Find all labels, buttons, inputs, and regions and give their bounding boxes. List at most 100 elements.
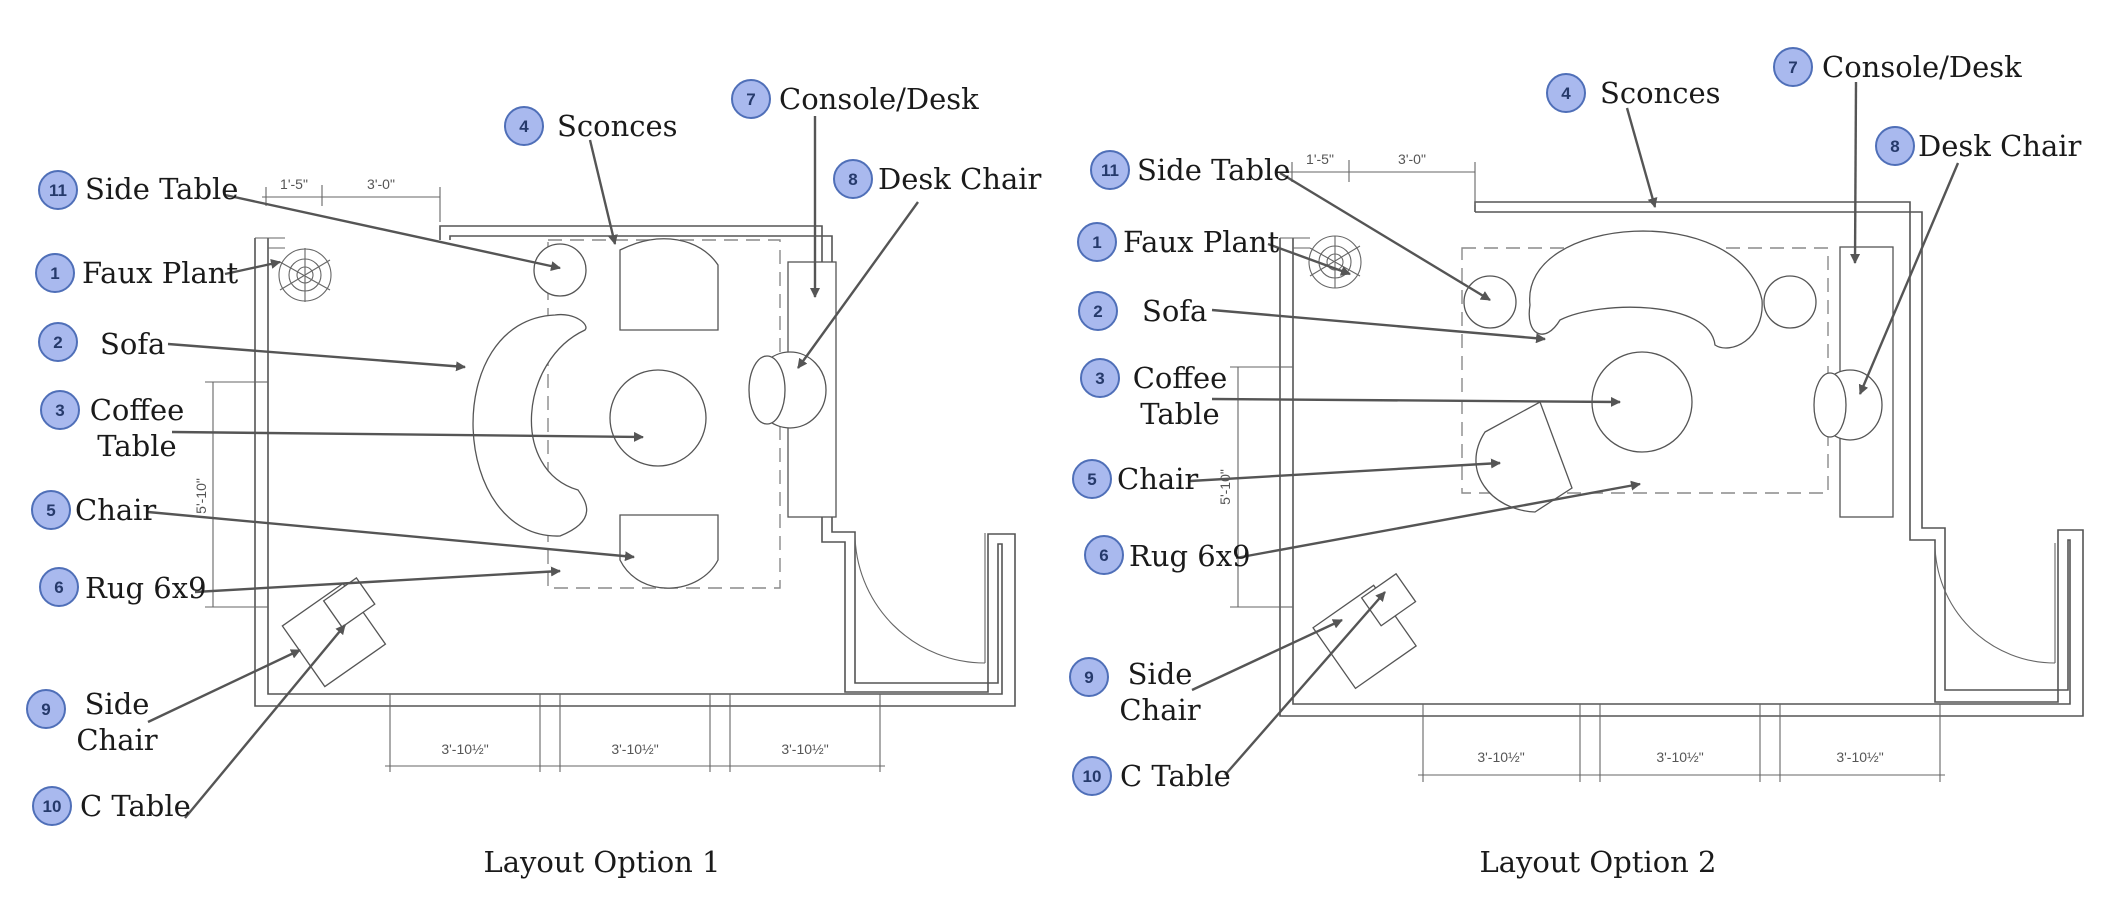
dimension-label: 3'-10½": [1656, 749, 1703, 765]
callout-coffee-table: 3 Coffee Table: [40, 390, 184, 463]
room-walls: [254, 225, 1016, 707]
callout-faux-plant: 1 Faux Plant: [1077, 222, 1279, 262]
callout-faux-plant: 1 Faux Plant: [35, 253, 238, 293]
svg-text:5: 5: [1087, 470, 1096, 489]
chair: [619, 238, 719, 331]
callout-console-desk: 7 Console/Desk: [1773, 47, 2022, 87]
svg-text:9: 9: [41, 700, 50, 719]
svg-text:10: 10: [43, 797, 62, 816]
desk-chair: [748, 355, 786, 425]
callout-coffee-table: 3 Coffee Table: [1080, 358, 1228, 431]
chair: [1475, 401, 1573, 513]
svg-text:Table: Table: [97, 429, 176, 463]
desk-chair: [1813, 372, 1847, 438]
svg-text:5: 5: [46, 501, 55, 520]
callout-side-chair: 9 Side Chair: [26, 687, 158, 757]
layout-caption: Layout Option 2: [1479, 845, 1716, 879]
callout-desk-chair: 8 Desk Chair: [833, 159, 1042, 199]
svg-text:Chair: Chair: [76, 723, 157, 757]
sofa: [1528, 230, 1763, 349]
callout-labels: 11 Side Table 1 Faux Plant 2 Sofa 3 Coff…: [26, 79, 1042, 826]
svg-text:2: 2: [1093, 302, 1102, 321]
svg-text:4: 4: [1561, 84, 1571, 103]
svg-text:8: 8: [1890, 137, 1899, 156]
room-walls: [1279, 201, 2084, 717]
dimension-lines: 1'-5" 3'-0" 5'-10" 3'-10½" 3'-10½" 3'-10…: [1217, 151, 1945, 782]
svg-text:11: 11: [1101, 161, 1119, 180]
sofa: [472, 313, 588, 537]
leader-arrows: [1189, 81, 1960, 776]
callout-side-table: 11 Side Table: [1090, 150, 1290, 190]
svg-text:Side: Side: [1128, 657, 1193, 691]
svg-text:Sofa: Sofa: [100, 327, 165, 361]
svg-text:9: 9: [1084, 668, 1093, 687]
side-table: [1463, 275, 1517, 329]
svg-text:1: 1: [1092, 233, 1101, 252]
callout-side-chair: 9 Side Chair: [1069, 657, 1201, 727]
svg-text:Sconces: Sconces: [557, 109, 678, 143]
layout-option-2: 1'-5" 3'-0" 5'-10" 3'-10½" 3'-10½" 3'-10…: [1069, 47, 2084, 879]
callout-chair: 5 Chair: [31, 490, 156, 530]
callout-sconces: 4 Sconces: [504, 106, 678, 146]
dimension-label: 3'-10½": [781, 741, 828, 757]
callout-sconces: 4 Sconces: [1546, 73, 1721, 113]
side-table: [1763, 275, 1817, 329]
svg-text:6: 6: [1099, 546, 1108, 565]
furniture: [1308, 230, 1894, 690]
dimension-label: 3'-10½": [441, 741, 488, 757]
svg-text:6: 6: [54, 578, 63, 597]
svg-text:4: 4: [519, 117, 529, 136]
svg-text:Rug 6x9: Rug 6x9: [1129, 539, 1251, 573]
svg-text:Chair: Chair: [1117, 462, 1198, 496]
dimension-lines: 1'-5" 3'-0" 5'-10" 3'-10½" 3'-10½" 3'-10…: [193, 176, 885, 772]
svg-text:7: 7: [746, 90, 755, 109]
callout-rug: 6 Rug 6x9: [39, 567, 207, 607]
dimension-label: 3'-0": [367, 176, 395, 192]
callout-console-desk: 7 Console/Desk: [731, 79, 979, 119]
leader-arrows: [147, 116, 919, 819]
c-table: [1360, 572, 1417, 627]
layout-option-1: 1'-5" 3'-0" 5'-10" 3'-10½" 3'-10½" 3'-10…: [26, 79, 1042, 879]
dimension-label: 3'-10½": [611, 741, 658, 757]
dimension-label: 5'-10": [193, 478, 209, 514]
callout-side-table: 11 Side Table: [38, 170, 238, 210]
svg-text:Coffee: Coffee: [1133, 361, 1228, 395]
svg-text:Sconces: Sconces: [1600, 76, 1721, 110]
svg-text:Sofa: Sofa: [1142, 294, 1207, 328]
dimension-label: 3'-10½": [1836, 749, 1883, 765]
layout-caption: Layout Option 1: [483, 845, 720, 879]
dimension-label: 3'-10½": [1477, 749, 1524, 765]
side-table: [533, 243, 587, 297]
callout-chair: 5 Chair: [1072, 459, 1198, 499]
svg-text:Side: Side: [85, 687, 150, 721]
callout-sofa: 2 Sofa: [1078, 291, 1207, 331]
svg-text:Desk Chair: Desk Chair: [878, 162, 1042, 196]
callout-sofa: 2 Sofa: [38, 322, 165, 362]
furniture: [278, 238, 837, 688]
svg-text:7: 7: [1788, 58, 1797, 77]
svg-text:1: 1: [50, 264, 59, 283]
callout-rug: 6 Rug 6x9: [1084, 535, 1251, 575]
svg-text:C Table: C Table: [1120, 759, 1231, 793]
svg-text:C Table: C Table: [80, 789, 191, 823]
svg-text:Console/Desk: Console/Desk: [1822, 50, 2022, 84]
svg-text:Rug 6x9: Rug 6x9: [85, 571, 207, 605]
svg-text:Console/Desk: Console/Desk: [779, 82, 979, 116]
callout-labels: 11 Side Table 1 Faux Plant 2 Sofa 3 Coff…: [1069, 47, 2082, 796]
coffee-table: [609, 369, 707, 467]
dimension-label: 3'-0": [1398, 151, 1426, 167]
svg-text:2: 2: [53, 333, 62, 352]
svg-text:Desk Chair: Desk Chair: [1918, 129, 2082, 163]
svg-text:3: 3: [55, 401, 64, 420]
svg-text:Chair: Chair: [75, 493, 156, 527]
svg-text:Faux Plant: Faux Plant: [1123, 225, 1279, 259]
callout-c-table: 10 C Table: [1072, 756, 1231, 796]
svg-text:Table: Table: [1140, 397, 1219, 431]
plant: [278, 248, 332, 302]
svg-text:3: 3: [1095, 369, 1104, 388]
chair: [619, 514, 719, 589]
callout-c-table: 10 C Table: [32, 786, 191, 826]
svg-text:Faux Plant: Faux Plant: [82, 256, 238, 290]
svg-text:8: 8: [848, 170, 857, 189]
svg-text:Side Table: Side Table: [85, 172, 238, 206]
